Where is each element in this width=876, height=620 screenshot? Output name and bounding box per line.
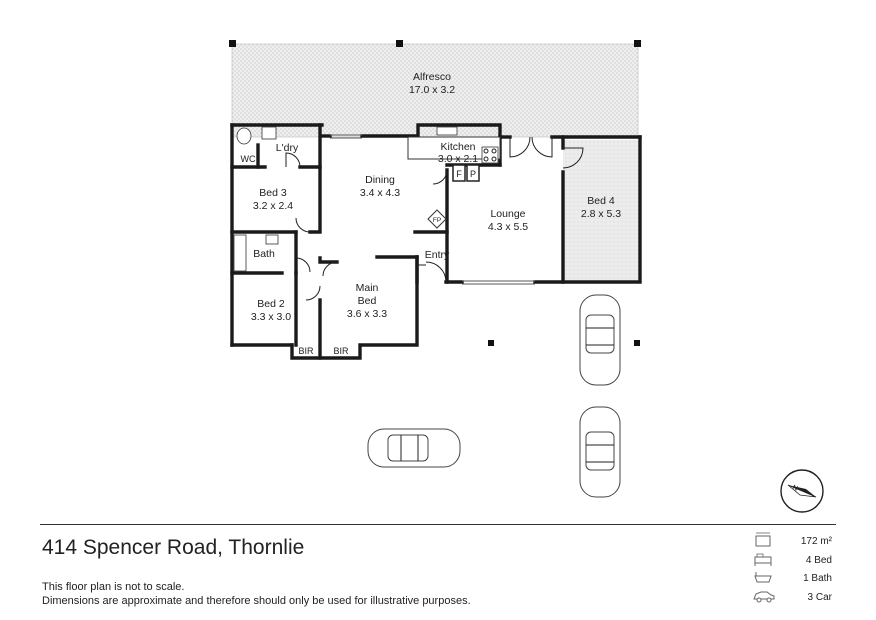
lounge-label: Lounge <box>490 208 525 220</box>
footer-divider <box>40 524 836 525</box>
bir-label-1: BIR <box>298 346 314 356</box>
fridge-box <box>452 164 466 182</box>
alfresco-post <box>634 40 641 47</box>
property-address: 414 Spencer Road, Thornlie <box>42 536 305 559</box>
area-icon <box>755 532 771 547</box>
bed2-label: Bed 2 <box>257 298 285 310</box>
car-icon <box>579 406 621 498</box>
bath-label: Bath <box>253 248 275 260</box>
main-bed-label-2: Bed <box>358 295 377 307</box>
wc-label: WC <box>241 154 256 164</box>
bathtub-icon <box>233 234 247 272</box>
alfresco-area <box>231 43 639 138</box>
main-bed-size: 3.6 x 3.3 <box>347 308 387 320</box>
fireplace-icon <box>427 209 447 229</box>
laundry-label: L'dry <box>276 142 299 154</box>
car-icon <box>579 294 621 386</box>
basin-icon <box>265 234 279 245</box>
fridge-label: F <box>456 169 462 179</box>
bed-count: 4 Bed <box>805 555 832 566</box>
pantry-box <box>466 164 480 182</box>
door-swings <box>285 136 584 301</box>
bed3-label: Bed 3 <box>259 187 287 199</box>
floor-plan: N Alfresco 17.0 x 3.2 L'dry WC Kitchen 3… <box>229 40 824 513</box>
alfresco-label: Alfresco <box>413 71 451 83</box>
scale-note: This floor plan is not to scale. <box>42 581 185 593</box>
alfresco-size: 17.0 x 3.2 <box>409 84 455 96</box>
alfresco-post <box>396 40 403 47</box>
carport-post <box>488 340 494 346</box>
car-icon <box>753 591 775 603</box>
bed-icon <box>754 553 772 566</box>
walls <box>230 123 642 360</box>
bath-icon <box>754 572 772 583</box>
bed4-label: Bed 4 <box>587 195 615 207</box>
laundry-trough <box>261 126 277 140</box>
toilet-icon <box>236 127 252 145</box>
bed4-size: 2.8 x 5.3 <box>581 208 621 220</box>
kitchen-sink <box>436 126 458 136</box>
area-value: 172 m² <box>800 536 832 547</box>
kitchen-cooktop <box>481 146 499 164</box>
carport-post <box>634 340 640 346</box>
kitchen-bench <box>407 136 501 160</box>
bir-label-2: BIR <box>333 346 349 356</box>
car-icon <box>367 428 461 468</box>
dimensions-note: Dimensions are approximate and therefore… <box>42 595 471 607</box>
kitchen-label: Kitchen <box>440 141 475 153</box>
entry-label: Entry <box>425 249 450 261</box>
main-bed-label-1: Main <box>356 282 379 294</box>
bed3-size: 3.2 x 2.4 <box>253 200 293 212</box>
bath-count: 1 Bath <box>803 573 832 584</box>
svg-text:N: N <box>791 484 798 492</box>
dining-size: 3.4 x 4.3 <box>360 187 400 199</box>
lounge-size: 4.3 x 5.5 <box>488 221 528 233</box>
car-count: 3 Car <box>807 592 832 603</box>
fireplace-label: FP <box>433 217 441 224</box>
bed2-size: 3.3 x 3.0 <box>251 311 291 323</box>
alfresco-post <box>229 40 236 47</box>
kitchen-size: 3.0 x 2.1 <box>438 153 478 165</box>
compass-icon: N <box>780 469 824 513</box>
dining-label: Dining <box>365 174 395 186</box>
pantry-label: P <box>470 169 476 179</box>
